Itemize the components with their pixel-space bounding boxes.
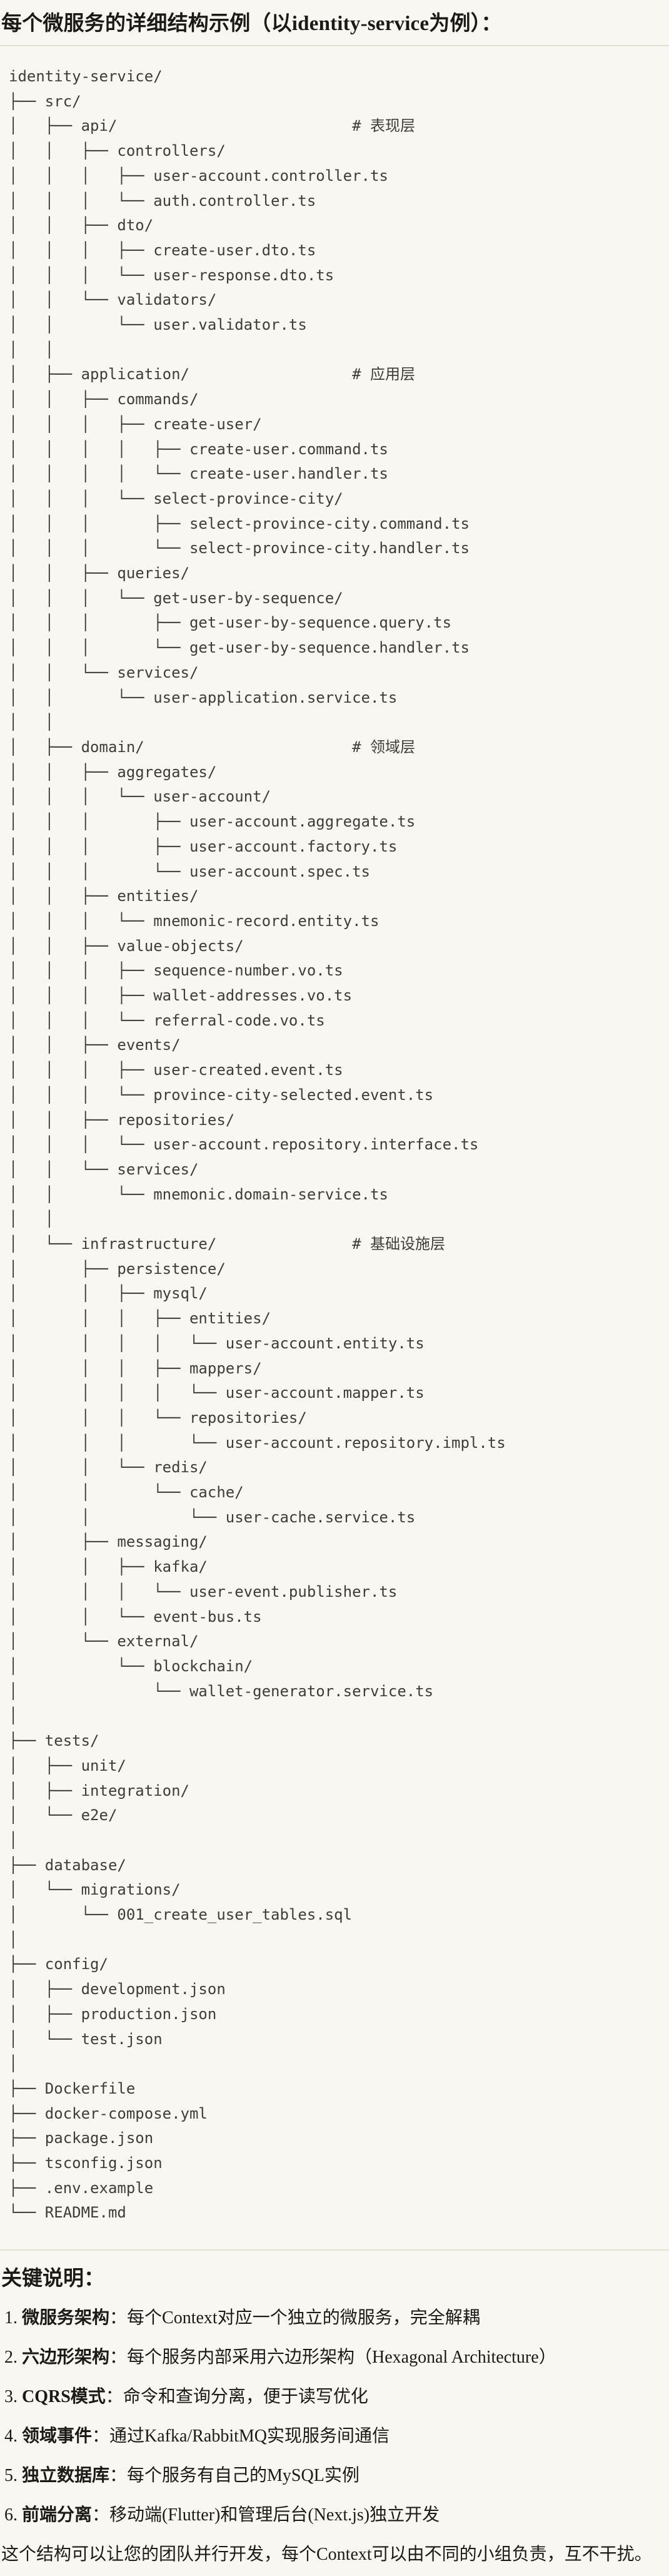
list-item: 3.CQRS模式：命令和查询分离，便于读写优化 [0,2386,669,2408]
notes-list: 1.微服务架构：每个Context对应一个独立的微服务，完全解耦 2.六边形架构… [0,2307,669,2527]
closing-paragraph: 这个结构可以让您的团队并行开发，每个Context可以由不同的小组负责，互不干扰… [1,2545,652,2565]
item-term: 独立数据库 [22,2466,110,2486]
item-term: CQRS模式 [22,2387,106,2407]
item-term: 领域事件 [22,2426,93,2446]
item-number: 6. [4,2505,18,2525]
item-separator: ： [92,2505,110,2525]
item-separator: ： [109,2466,128,2486]
item-term: 微服务架构 [22,2308,110,2328]
item-separator: ： [105,2387,123,2407]
item-number: 3. [4,2387,18,2407]
bottom-divider [0,2249,669,2251]
item-term: 前端分离 [22,2505,93,2525]
directory-tree-code-block: identity-service/ ├── src/ │ ├── api/ # … [9,68,506,2222]
item-number: 5. [4,2466,18,2486]
item-description: 通过Kafka/RabbitMQ实现服务间通信 [109,2426,390,2446]
item-description: 每个服务内部采用六边形架构（Hexagonal Architecture） [127,2348,556,2368]
item-number: 1. [4,2308,18,2328]
list-item: 1.微服务架构：每个Context对应一个独立的微服务，完全解耦 [0,2307,669,2329]
list-item: 5.独立数据库：每个服务有自己的MySQL实例 [0,2465,669,2487]
list-item: 2.六边形架构：每个服务内部采用六边形架构（Hexagonal Architec… [0,2346,669,2369]
item-number: 4. [4,2426,18,2446]
item-description: 每个Context对应一个独立的微服务，完全解耦 [127,2308,480,2328]
top-divider [0,45,669,46]
item-number: 2. [4,2348,18,2368]
notes-heading: 关键说明： [1,2268,104,2291]
item-separator: ： [92,2426,110,2446]
item-description: 移动端(Flutter)和管理后台(Next.js)独立开发 [109,2505,440,2525]
item-term: 六边形架构 [22,2348,110,2368]
list-item: 4.领域事件：通过Kafka/RabbitMQ实现服务间通信 [0,2425,669,2448]
item-separator: ： [109,2348,128,2368]
list-item: 6.前端分离：移动端(Flutter)和管理后台(Next.js)独立开发 [0,2504,669,2527]
item-description: 命令和查询分离，便于读写优化 [123,2387,368,2407]
page-title: 每个微服务的详细结构示例（以identity-service为例）： [1,13,502,35]
item-separator: ： [109,2308,128,2328]
item-description: 每个服务有自己的MySQL实例 [127,2466,360,2486]
